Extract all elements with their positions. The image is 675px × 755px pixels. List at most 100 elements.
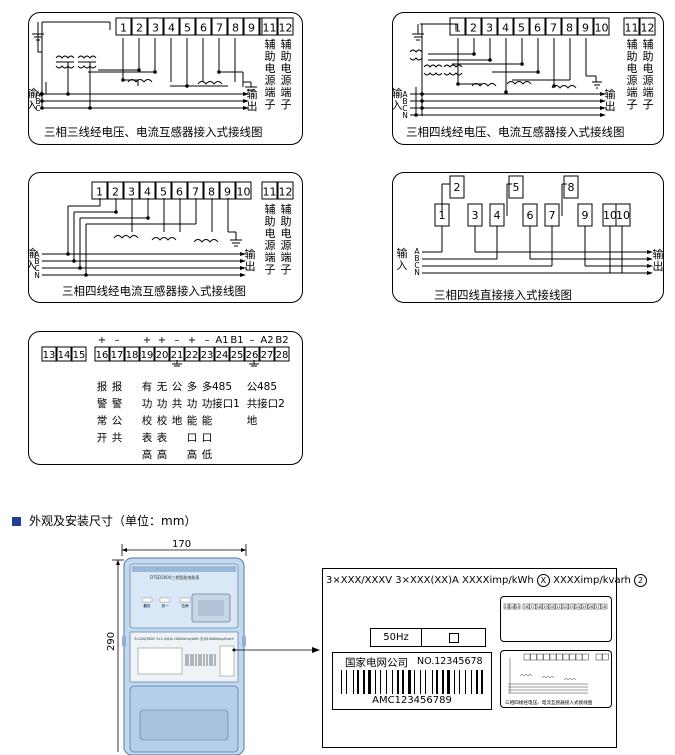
terminal-label: 21 xyxy=(171,350,184,361)
terminal-label: 8 xyxy=(566,22,573,35)
terminal xyxy=(115,17,132,36)
aux-label-char: 助 xyxy=(281,49,292,63)
mini-terminal-label: 22 xyxy=(563,605,567,609)
terminal-label: 10 xyxy=(237,186,251,199)
barcode-bar xyxy=(454,670,455,694)
company-name: 国家电网公司 xyxy=(345,657,408,669)
terminal-sign: + xyxy=(143,335,151,346)
barcode-bar xyxy=(408,670,411,694)
diagram-3p3w-vt-ct xyxy=(28,12,303,145)
top-terminal-label: 5 xyxy=(513,181,520,194)
meter-key xyxy=(159,597,171,603)
aux-label-char: 子 xyxy=(265,263,276,276)
mini-terminal xyxy=(568,603,575,610)
arrows xyxy=(600,92,606,117)
terminal-label-text: 无 xyxy=(157,381,168,393)
terminal xyxy=(449,17,466,36)
terminal-label: 26 xyxy=(246,350,259,361)
mini-wiring-panel xyxy=(500,650,612,708)
input-label: 入 xyxy=(392,99,403,112)
output-label: 输 xyxy=(247,87,258,101)
terminal-sign: – xyxy=(250,335,255,346)
terminal xyxy=(235,181,252,200)
mini-terminal-label: 25 xyxy=(582,605,586,609)
mini-terminal xyxy=(514,603,521,610)
aux-label-char: 助 xyxy=(265,214,276,228)
diagram-3p4w-direct xyxy=(392,172,664,303)
terminal-label-text: 公 xyxy=(247,381,258,393)
aux-terminal-label: 12 xyxy=(279,22,293,35)
terminal-label-text: 485 xyxy=(257,381,277,393)
terminal-label-text: 功 xyxy=(187,398,198,410)
aux-label-char: 端 xyxy=(281,86,292,99)
terminal-label: 20 xyxy=(156,350,169,361)
terminal-label-text: 共 xyxy=(247,398,258,410)
terminal-label: 4 xyxy=(144,186,151,199)
terminal-label-text: 有 xyxy=(142,380,153,393)
meter-outline-drawing: 170 290 DTSD3000三相智能电能表 翻页另一拉闸 3×220/380… xyxy=(106,539,247,755)
terminal-label-text: 口 xyxy=(187,432,198,444)
mini-wiring-caption: 三相四线经电压、电流互感器接入式接线图 xyxy=(505,699,593,706)
terminal-sign: + xyxy=(98,335,106,346)
output-label: 出 xyxy=(245,259,256,273)
bullet-square-icon xyxy=(12,517,21,526)
terminal-label-text: 接口2 xyxy=(257,397,285,410)
phase-label: A xyxy=(414,247,420,256)
terminal xyxy=(139,346,155,362)
terminal xyxy=(615,203,631,227)
barcode-bar xyxy=(436,670,438,694)
mini-terminal xyxy=(569,653,576,661)
arrows xyxy=(240,252,246,277)
terminal-label-text: 功 xyxy=(142,398,153,410)
terminal xyxy=(259,346,275,362)
meter-key-label: 翻页 xyxy=(144,603,151,608)
output-label: 输 xyxy=(605,87,616,101)
nameplate xyxy=(322,568,617,748)
aux-label-char: 辅 xyxy=(281,202,292,216)
aux-label-char: 辅 xyxy=(627,37,638,51)
terminal-label: 6 xyxy=(527,209,534,222)
terminal-label-text: 高 xyxy=(157,448,168,461)
terminal xyxy=(593,17,610,36)
circled-x: X xyxy=(536,574,550,587)
barcode-bar xyxy=(386,670,387,694)
mini-terminal-label: 23 xyxy=(569,605,573,609)
terminal xyxy=(109,346,125,362)
terminal-label-text: 共 xyxy=(172,398,183,410)
aux-terminal xyxy=(277,17,294,36)
terminal-label: 19 xyxy=(141,350,154,361)
terminal xyxy=(545,17,562,36)
terminal xyxy=(124,346,140,362)
mini-terminal xyxy=(549,653,557,661)
terminal-label-text: 开 xyxy=(97,432,108,444)
mini-terminal xyxy=(581,603,588,610)
mini-terminal xyxy=(587,603,595,610)
mini-terminal-panel xyxy=(500,596,612,642)
aux-terminal xyxy=(261,181,278,200)
transformer-icons xyxy=(113,235,219,243)
mini-aux-terminal xyxy=(595,653,603,661)
plain-terminal-label: 13 xyxy=(43,350,56,361)
phase-label: B xyxy=(34,257,39,266)
mini-terminal xyxy=(548,603,556,610)
terminal-label-text: 口 xyxy=(202,432,213,444)
barcode-bar xyxy=(442,670,444,694)
phase-label: B xyxy=(35,97,40,106)
phase-label: N xyxy=(414,268,420,277)
mini-terminal xyxy=(555,603,562,610)
output-label: 输 xyxy=(653,247,664,261)
barcode-bar xyxy=(447,670,450,694)
terminal xyxy=(465,17,482,36)
top-terminal xyxy=(563,175,579,199)
aux-label-char: 端 xyxy=(265,86,276,99)
terminal-label-text: 警 xyxy=(97,397,108,410)
mini-terminal-label: 21 xyxy=(556,605,560,609)
mini-terminal-label: 15 xyxy=(515,605,519,609)
mini-terminal-label: 20 xyxy=(550,605,554,609)
